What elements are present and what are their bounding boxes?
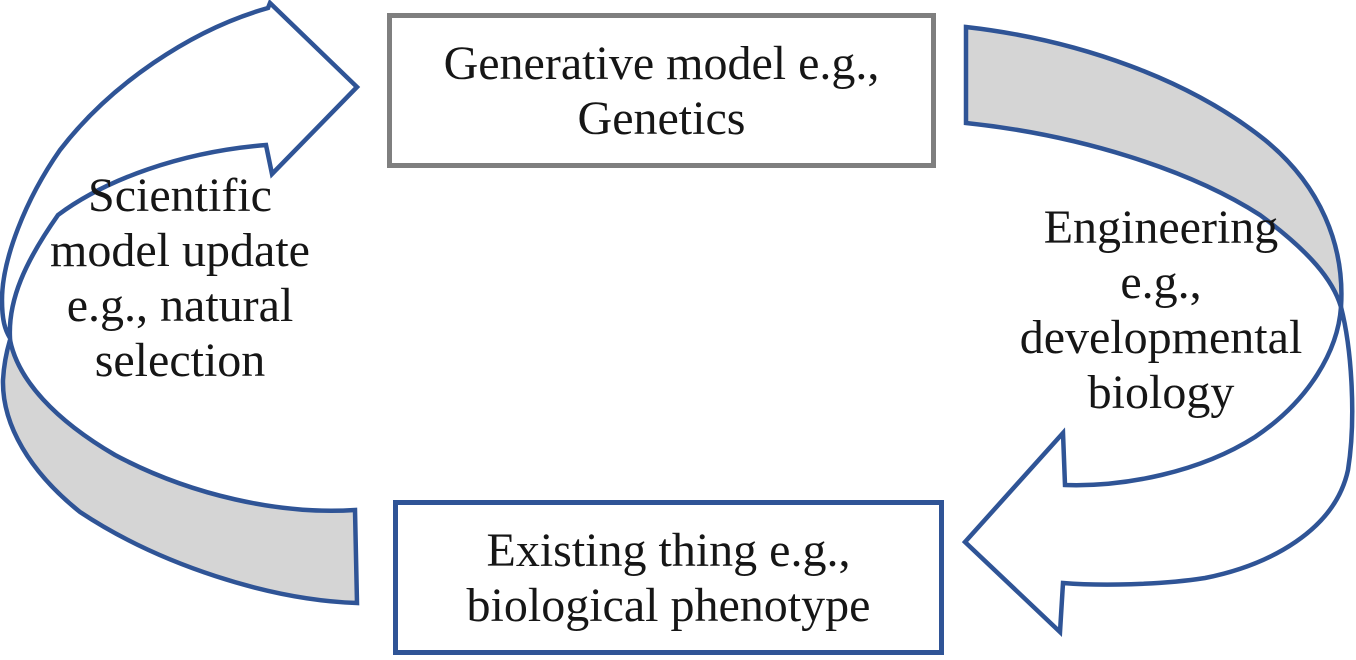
right-label-line2: e.g.,	[1120, 256, 1202, 309]
left-label-line4: selection	[94, 334, 266, 387]
left-label-line3: e.g., natural	[66, 279, 294, 332]
top-box-line2: Genetics	[577, 91, 746, 145]
top-box-line1: Generative model e.g.,	[443, 36, 880, 90]
left-arrow-white-ribbon-shape	[0, 0, 361, 347]
right-label-line1: Engineering	[1043, 201, 1279, 254]
right-arrow-gray-ribbon-shape	[963, 24, 1344, 308]
right-label-line4: biology	[1087, 366, 1235, 419]
bottom-box-line1: Existing thing e.g.,	[486, 523, 851, 577]
right-arrow-label-engineering: Engineering e.g., developmental biology	[1000, 200, 1322, 420]
right-arrow-white-ribbon-shape	[961, 306, 1355, 637]
bottom-box-line2: biological phenotype	[466, 578, 871, 632]
top-box-generative-model: Generative model e.g., Genetics	[387, 13, 936, 168]
bottom-box-existing-thing: Existing thing e.g., biological phenotyp…	[393, 500, 944, 655]
left-arrow-gray-ribbon-shape	[0, 339, 360, 606]
right-label-line3: developmental	[1019, 311, 1303, 364]
left-label-line2: model update	[50, 224, 310, 277]
left-arrow-label-scientific-model-update: Scientific model update e.g., natural se…	[15, 168, 345, 388]
left-label-line1: Scientific	[88, 169, 272, 222]
